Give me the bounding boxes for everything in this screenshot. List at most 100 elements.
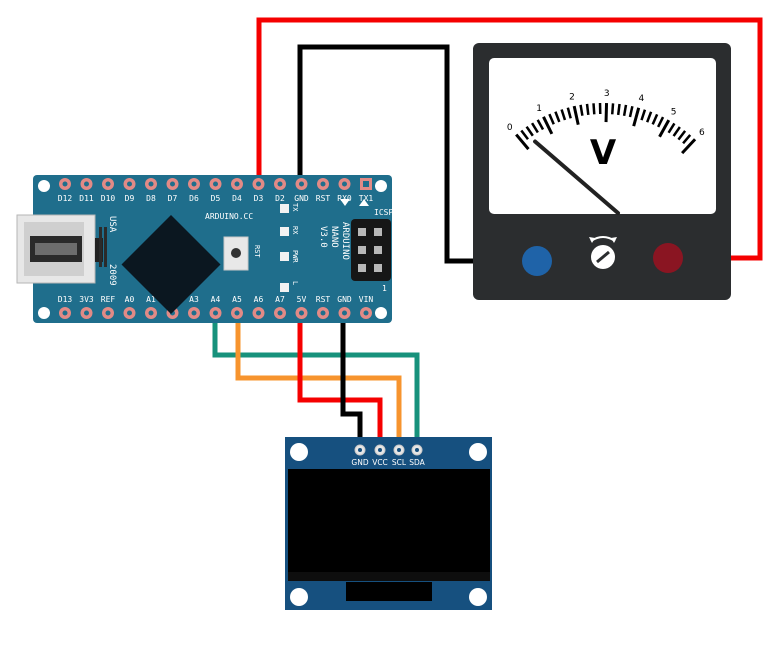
minor-tick	[585, 103, 590, 116]
top-pin-label: D6	[189, 194, 199, 203]
major-tick	[632, 107, 641, 127]
negative-terminal[interactable]	[522, 246, 552, 276]
voltmeter-needle	[533, 139, 620, 215]
minor-tick	[677, 130, 687, 141]
wire-5v-to-oled-vcc	[297, 312, 383, 447]
bottom-pin-label: A1	[146, 295, 156, 304]
major-tick	[658, 119, 671, 138]
tx-led	[280, 204, 289, 213]
minor-tick	[548, 113, 555, 125]
top-pin-label: D7	[168, 194, 178, 203]
oled-ribbon	[346, 582, 432, 601]
led-label-tx: TX	[291, 203, 299, 212]
pin-hole	[256, 310, 261, 316]
minor-tick	[657, 116, 665, 128]
positive-terminal[interactable]	[653, 243, 683, 273]
minor-tick	[646, 111, 653, 123]
pin-hole	[84, 181, 89, 187]
scale-label: 1	[536, 104, 542, 114]
pin-hole	[148, 310, 154, 316]
top-pin-label: D8	[146, 194, 156, 203]
pin-hole	[363, 310, 369, 316]
pin-hole	[213, 310, 218, 316]
reset-label: RST	[253, 245, 261, 258]
minor-tick	[560, 109, 567, 121]
bottom-pin-label: GND	[337, 295, 352, 304]
year-label: 2009	[107, 264, 117, 286]
voltmeter-face	[489, 58, 716, 214]
minor-tick	[628, 105, 634, 118]
minor-tick	[520, 129, 529, 141]
pin-hole	[363, 181, 369, 187]
minor-tick	[622, 104, 628, 117]
minor-tick	[536, 119, 545, 131]
top-pin-label: D10	[101, 194, 116, 203]
rx-led	[280, 227, 289, 236]
pin-hole	[299, 310, 304, 316]
bottom-pin-label: A4	[211, 295, 221, 304]
minor-tick	[616, 103, 621, 116]
bottom-pin-label: D13	[58, 295, 73, 304]
scale-label: 3	[604, 89, 610, 99]
pin-hole	[415, 448, 419, 452]
major-tick	[515, 133, 530, 151]
oled-pin-label: SCL	[392, 458, 407, 467]
tx-arrow-icon	[359, 199, 369, 206]
icsp-label: ICSP	[374, 208, 393, 217]
wire-a4-to-oled-sda	[212, 312, 420, 447]
pin-hole	[277, 181, 283, 187]
top-pin-label: D12	[58, 194, 73, 203]
unit-label: V	[590, 133, 617, 173]
top-pin-label: TX1	[359, 194, 374, 203]
pin-hole	[342, 310, 347, 316]
led-label-l: L	[291, 281, 299, 285]
pin-hole	[62, 310, 68, 316]
pin-hole	[397, 448, 401, 452]
pin-hole	[358, 448, 362, 452]
pin-hole	[234, 181, 240, 187]
oled-pin-label: GND	[351, 458, 368, 467]
minor-tick	[579, 104, 584, 116]
top-pin-label: D3	[254, 194, 264, 203]
pin-hole	[191, 181, 197, 187]
pin-hole	[234, 310, 240, 316]
minor-tick	[651, 113, 659, 125]
arduino-pcb	[33, 175, 392, 323]
microcontroller-chip	[121, 215, 221, 314]
minor-tick	[672, 126, 681, 137]
board-name-line-1: ARDUINO	[340, 222, 350, 260]
oled-screen-inner-edge	[288, 572, 490, 581]
led-label-pwr: PWR	[291, 250, 299, 263]
oled-pin-label: VCC	[372, 458, 388, 467]
mounting-hole	[290, 588, 308, 606]
bottom-pin-label: VIN	[359, 295, 374, 304]
pin-hole	[148, 181, 154, 187]
voltmeter-scale-ticks	[515, 103, 697, 155]
pin-hole	[320, 181, 326, 187]
scale-label: 6	[699, 128, 705, 138]
pin-hole	[105, 310, 111, 316]
reset-button[interactable]	[223, 236, 249, 271]
zero-adjust-knob[interactable]	[591, 245, 615, 269]
minor-tick	[610, 103, 615, 115]
mounting-hole	[290, 443, 308, 461]
l-led	[280, 283, 289, 292]
top-pin-label: D2	[275, 194, 285, 203]
adjust-arrowheads-icon	[589, 237, 617, 243]
top-pin-label: D5	[211, 194, 221, 203]
pin-hole	[170, 181, 175, 187]
mounting-hole	[375, 307, 387, 319]
minor-tick	[592, 103, 596, 115]
bottom-pin-label: A6	[254, 295, 264, 304]
minor-tick	[566, 107, 572, 119]
major-tick	[572, 105, 580, 125]
bottom-pin-label: 3V3	[79, 295, 94, 304]
bottom-pin-label: REF	[101, 295, 116, 304]
major-tick	[542, 116, 554, 135]
pin-hole	[277, 310, 283, 316]
